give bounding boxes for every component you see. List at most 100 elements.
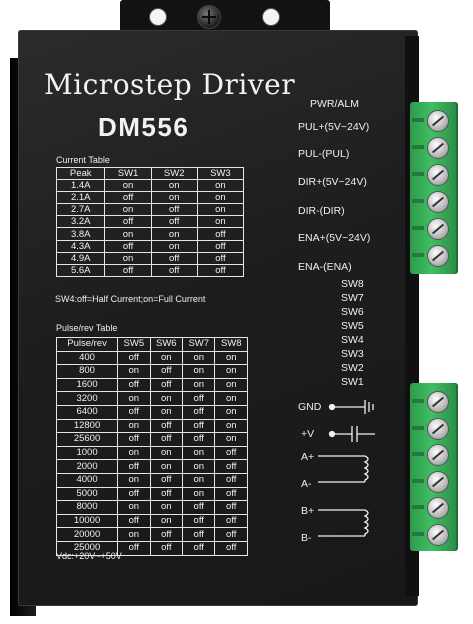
table-cell: on bbox=[149, 404, 184, 420]
table-cell: off bbox=[150, 263, 198, 277]
column-header: SW1 bbox=[104, 166, 152, 181]
table-cell: off bbox=[149, 527, 184, 542]
gnd-label: GND bbox=[298, 401, 322, 413]
table-cell: 4.3A bbox=[55, 239, 106, 253]
table-cell: on bbox=[214, 432, 248, 447]
table-cell: on bbox=[214, 364, 248, 379]
table-cell: off bbox=[104, 215, 152, 229]
table-cell: 5.6A bbox=[55, 263, 106, 277]
table-cell: off bbox=[196, 227, 245, 241]
table-cell: 2.7A bbox=[55, 203, 106, 217]
product-title: Microstep Driver bbox=[44, 68, 296, 101]
terminal-fin bbox=[412, 253, 424, 257]
terminal-fin bbox=[412, 172, 424, 176]
table-cell: on bbox=[196, 215, 245, 229]
table-cell: off bbox=[149, 486, 184, 502]
current-table-caption: Current Table bbox=[56, 155, 110, 165]
vplus-terminal-dot bbox=[328, 430, 336, 438]
column-header: Pulse/rev bbox=[55, 337, 119, 352]
table-cell: on bbox=[214, 391, 248, 406]
terminal-fin bbox=[412, 399, 424, 403]
a-plus-label: A+ bbox=[301, 451, 315, 463]
column-header: SW5 bbox=[117, 337, 151, 352]
table-cell: on bbox=[182, 459, 216, 474]
table-cell: off bbox=[214, 527, 248, 542]
table-cell: 1600 bbox=[55, 377, 119, 393]
column-header: SW6 bbox=[149, 337, 184, 352]
wiring-diagram bbox=[318, 400, 375, 537]
table-cell: off bbox=[117, 540, 151, 556]
column-header: Peak bbox=[55, 166, 106, 181]
table-cell: off bbox=[214, 513, 248, 529]
table-cell: off bbox=[117, 377, 151, 393]
table-cell: on bbox=[117, 500, 151, 515]
terminal-fin bbox=[412, 226, 424, 230]
dip-switch-label: SW6 bbox=[341, 306, 364, 318]
table-cell: on bbox=[104, 227, 152, 241]
table-cell: on bbox=[150, 227, 198, 241]
table-cell: off bbox=[104, 191, 152, 205]
table-cell: on bbox=[104, 179, 152, 193]
table-cell: on bbox=[104, 251, 152, 265]
dir-minus-label: DIR-(DIR) bbox=[298, 205, 345, 217]
a-minus-label: A- bbox=[301, 478, 312, 490]
pul-minus-label: PUL-(PUL) bbox=[298, 148, 350, 160]
table-cell: off bbox=[149, 377, 184, 393]
sw4-note: SW4:off=Half Current;on=Full Current bbox=[55, 294, 206, 304]
table-cell: on bbox=[104, 203, 152, 217]
table-cell: on bbox=[214, 377, 248, 393]
table-cell: 2000 bbox=[55, 459, 119, 474]
table-cell: off bbox=[182, 540, 216, 556]
terminal-screw-icon bbox=[427, 191, 449, 213]
table-cell: 25600 bbox=[55, 432, 119, 447]
terminal-screw-icon bbox=[427, 417, 449, 440]
table-cell: off bbox=[149, 472, 184, 488]
table-cell: 800 bbox=[55, 364, 119, 379]
table-cell: on bbox=[150, 239, 198, 253]
table-cell: off bbox=[196, 251, 245, 265]
table-cell: off bbox=[104, 263, 152, 277]
dip-switch-label: SW5 bbox=[341, 320, 364, 332]
table-cell: 1000 bbox=[55, 445, 119, 461]
table-cell: off bbox=[182, 432, 216, 447]
b-plus-label: B+ bbox=[301, 505, 315, 517]
table-cell: on bbox=[214, 350, 248, 366]
table-cell: on bbox=[149, 350, 184, 366]
coil-b-icon bbox=[363, 509, 369, 536]
power-terminal-block bbox=[410, 383, 458, 551]
table-cell: on bbox=[214, 418, 248, 434]
table-cell: on bbox=[149, 391, 184, 406]
terminal-fin bbox=[412, 425, 424, 430]
table-cell: 3.2A bbox=[55, 215, 106, 229]
terminal-screw-icon bbox=[427, 470, 449, 493]
mounting-hole bbox=[149, 8, 167, 26]
table-cell: 5000 bbox=[55, 486, 119, 502]
pulse-table-caption: Pulse/rev Table bbox=[56, 323, 118, 333]
terminal-fin bbox=[412, 199, 424, 203]
table-cell: off bbox=[182, 404, 216, 420]
table-cell: on bbox=[150, 191, 198, 205]
table-cell: on bbox=[149, 459, 184, 474]
table-cell: on bbox=[182, 472, 216, 488]
b-minus-label: B- bbox=[301, 532, 312, 544]
terminal-fin bbox=[412, 145, 424, 149]
table-cell: off bbox=[150, 251, 198, 265]
dip-switch-label: SW4 bbox=[341, 334, 364, 346]
table-cell: on bbox=[117, 527, 151, 542]
table-cell: off bbox=[149, 364, 184, 379]
table-cell: off bbox=[214, 445, 248, 461]
